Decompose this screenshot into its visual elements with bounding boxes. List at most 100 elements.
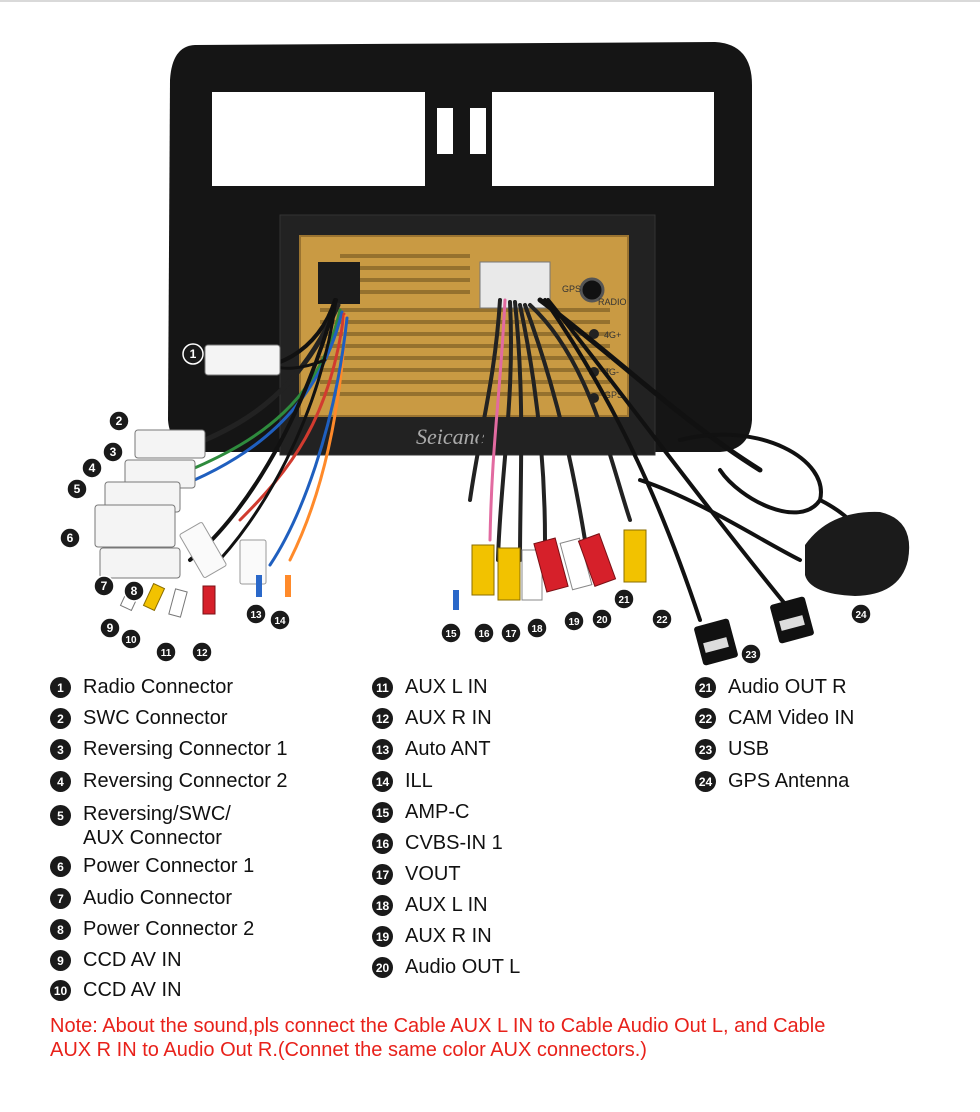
diagram-marker-2 [108, 410, 130, 432]
legend-item-9: 9 CCD AV IN [50, 949, 182, 972]
legend-item-14: 14 ILL [372, 770, 433, 793]
diagram-marker-18 [526, 617, 548, 639]
legend-number-18: 18 [372, 895, 393, 916]
legend-item-17: 17 VOUT [372, 863, 461, 886]
note-line-2: AUX R IN to Audio Out R.(Connet the same… [50, 1039, 647, 1061]
diagram-marker-label-2: 2 [116, 414, 123, 428]
legend-number-11: 11 [372, 677, 393, 698]
diagram-marker-3 [102, 441, 124, 463]
diagram-marker-24 [850, 603, 872, 625]
diagram-marker-15 [440, 622, 462, 644]
center-plugs [453, 529, 647, 610]
label-radio-port: RADIO [598, 297, 627, 307]
legend-item-1: 1 Radio Connector [50, 676, 233, 699]
diagram-marker-label-6: 6 [67, 531, 74, 545]
legend-text-12: AUX R IN [405, 707, 492, 729]
diagram-marker-7 [93, 575, 115, 597]
top-divider [0, 0, 980, 2]
radio-antenna-port [579, 277, 605, 303]
legend-text-22: CAM Video IN [728, 707, 855, 729]
legend-text-1: Radio Connector [83, 676, 234, 698]
diagram-marker-23 [740, 643, 762, 665]
diagram-marker-label-24: 24 [855, 610, 867, 621]
legend-number-1: 1 [50, 677, 71, 698]
diagram-marker-label-4: 4 [89, 461, 96, 475]
legend-text-11: AUX L IN [405, 676, 488, 698]
legend-number-17: 17 [372, 864, 393, 885]
legend-number-8: 8 [50, 919, 71, 940]
legend-item-4: 4 Reversing Connector 2 [50, 770, 288, 793]
legend-number-6: 6 [50, 856, 71, 877]
bezel-window-left [212, 92, 425, 186]
diagram-marker-label-19: 19 [568, 617, 580, 628]
legend-item-18: 18 AUX L IN [372, 894, 488, 917]
legend-text-16: CVBS-IN 1 [405, 832, 503, 854]
legend-item-19: 19 AUX R IN [372, 925, 492, 948]
label-gps-port: GPS [562, 284, 581, 294]
diagram-marker-label-22: 22 [656, 615, 668, 626]
legend-text-4: Reversing Connector 2 [83, 770, 288, 792]
diagram-marker-9 [99, 617, 121, 639]
legend-number-9: 9 [50, 950, 71, 971]
legend-number-22: 22 [695, 708, 716, 729]
diagram-marker-10 [120, 628, 142, 650]
diagram-marker-label-20: 20 [596, 615, 608, 626]
legend-text-14: ILL [405, 770, 433, 792]
legend-item-20: 20 Audio OUT L [372, 956, 520, 979]
legend-text-19: AUX R IN [405, 925, 492, 947]
left-harness-wires [168, 298, 349, 572]
diagram-marker-8 [123, 580, 145, 602]
label-gps-port-2: GPS [604, 390, 623, 400]
diagram-marker-label-10: 10 [125, 635, 137, 646]
diagram-marker-17 [500, 622, 522, 644]
bezel-slot-a [437, 108, 453, 154]
diagram-marker-11 [155, 641, 177, 663]
legend-item-22: 22 CAM Video IN [695, 707, 854, 730]
legend-text-17: VOUT [405, 863, 461, 885]
legend-number-5: 5 [50, 805, 71, 826]
legend-number-24: 24 [695, 771, 716, 792]
gps-antenna [805, 511, 910, 596]
legend-text-9: CCD AV IN [83, 949, 182, 971]
legend-item-11: 11 AUX L IN [372, 676, 488, 699]
diagram-marker-label-8: 8 [131, 584, 138, 598]
diagram-marker-4 [81, 457, 103, 479]
diagram-marker-14 [269, 609, 291, 631]
note-line-1: Note: About the sound,pls connect the Ca… [50, 1015, 826, 1037]
left-connectors [94, 344, 281, 585]
legend-text-3: Reversing Connector 1 [83, 738, 288, 760]
legend-number-15: 15 [372, 802, 393, 823]
diagram-marker-label-9: 9 [107, 621, 114, 635]
bezel-slot-b [470, 108, 486, 154]
sound-note: Note: About the sound,pls connect the Ca… [50, 1014, 950, 1062]
diagram-marker-label-21: 21 [618, 595, 630, 606]
watermark: Seicane [416, 424, 485, 449]
legend-number-4: 4 [50, 771, 71, 792]
4g-plus-port [589, 329, 599, 339]
diagram-marker-16 [473, 622, 495, 644]
legend-text-20: Audio OUT L [405, 956, 521, 978]
center-harness-wires [468, 297, 862, 622]
legend-text-18: AUX L IN [405, 894, 488, 916]
legend-number-10: 10 [50, 980, 71, 1001]
diagram-marker-19 [563, 610, 585, 632]
legend-number-14: 14 [372, 771, 393, 792]
diagram-marker-label-23: 23 [745, 650, 757, 661]
chassis-vents [320, 254, 610, 396]
legend-number-19: 19 [372, 926, 393, 947]
bezel-window-right [492, 92, 714, 186]
diagram-marker-label-5: 5 [74, 482, 81, 496]
legend-number-20: 20 [372, 957, 393, 978]
legend-number-2: 2 [50, 708, 71, 729]
diagram-marker-label-1: 1 [190, 347, 197, 361]
diagram-marker-22 [651, 608, 673, 630]
